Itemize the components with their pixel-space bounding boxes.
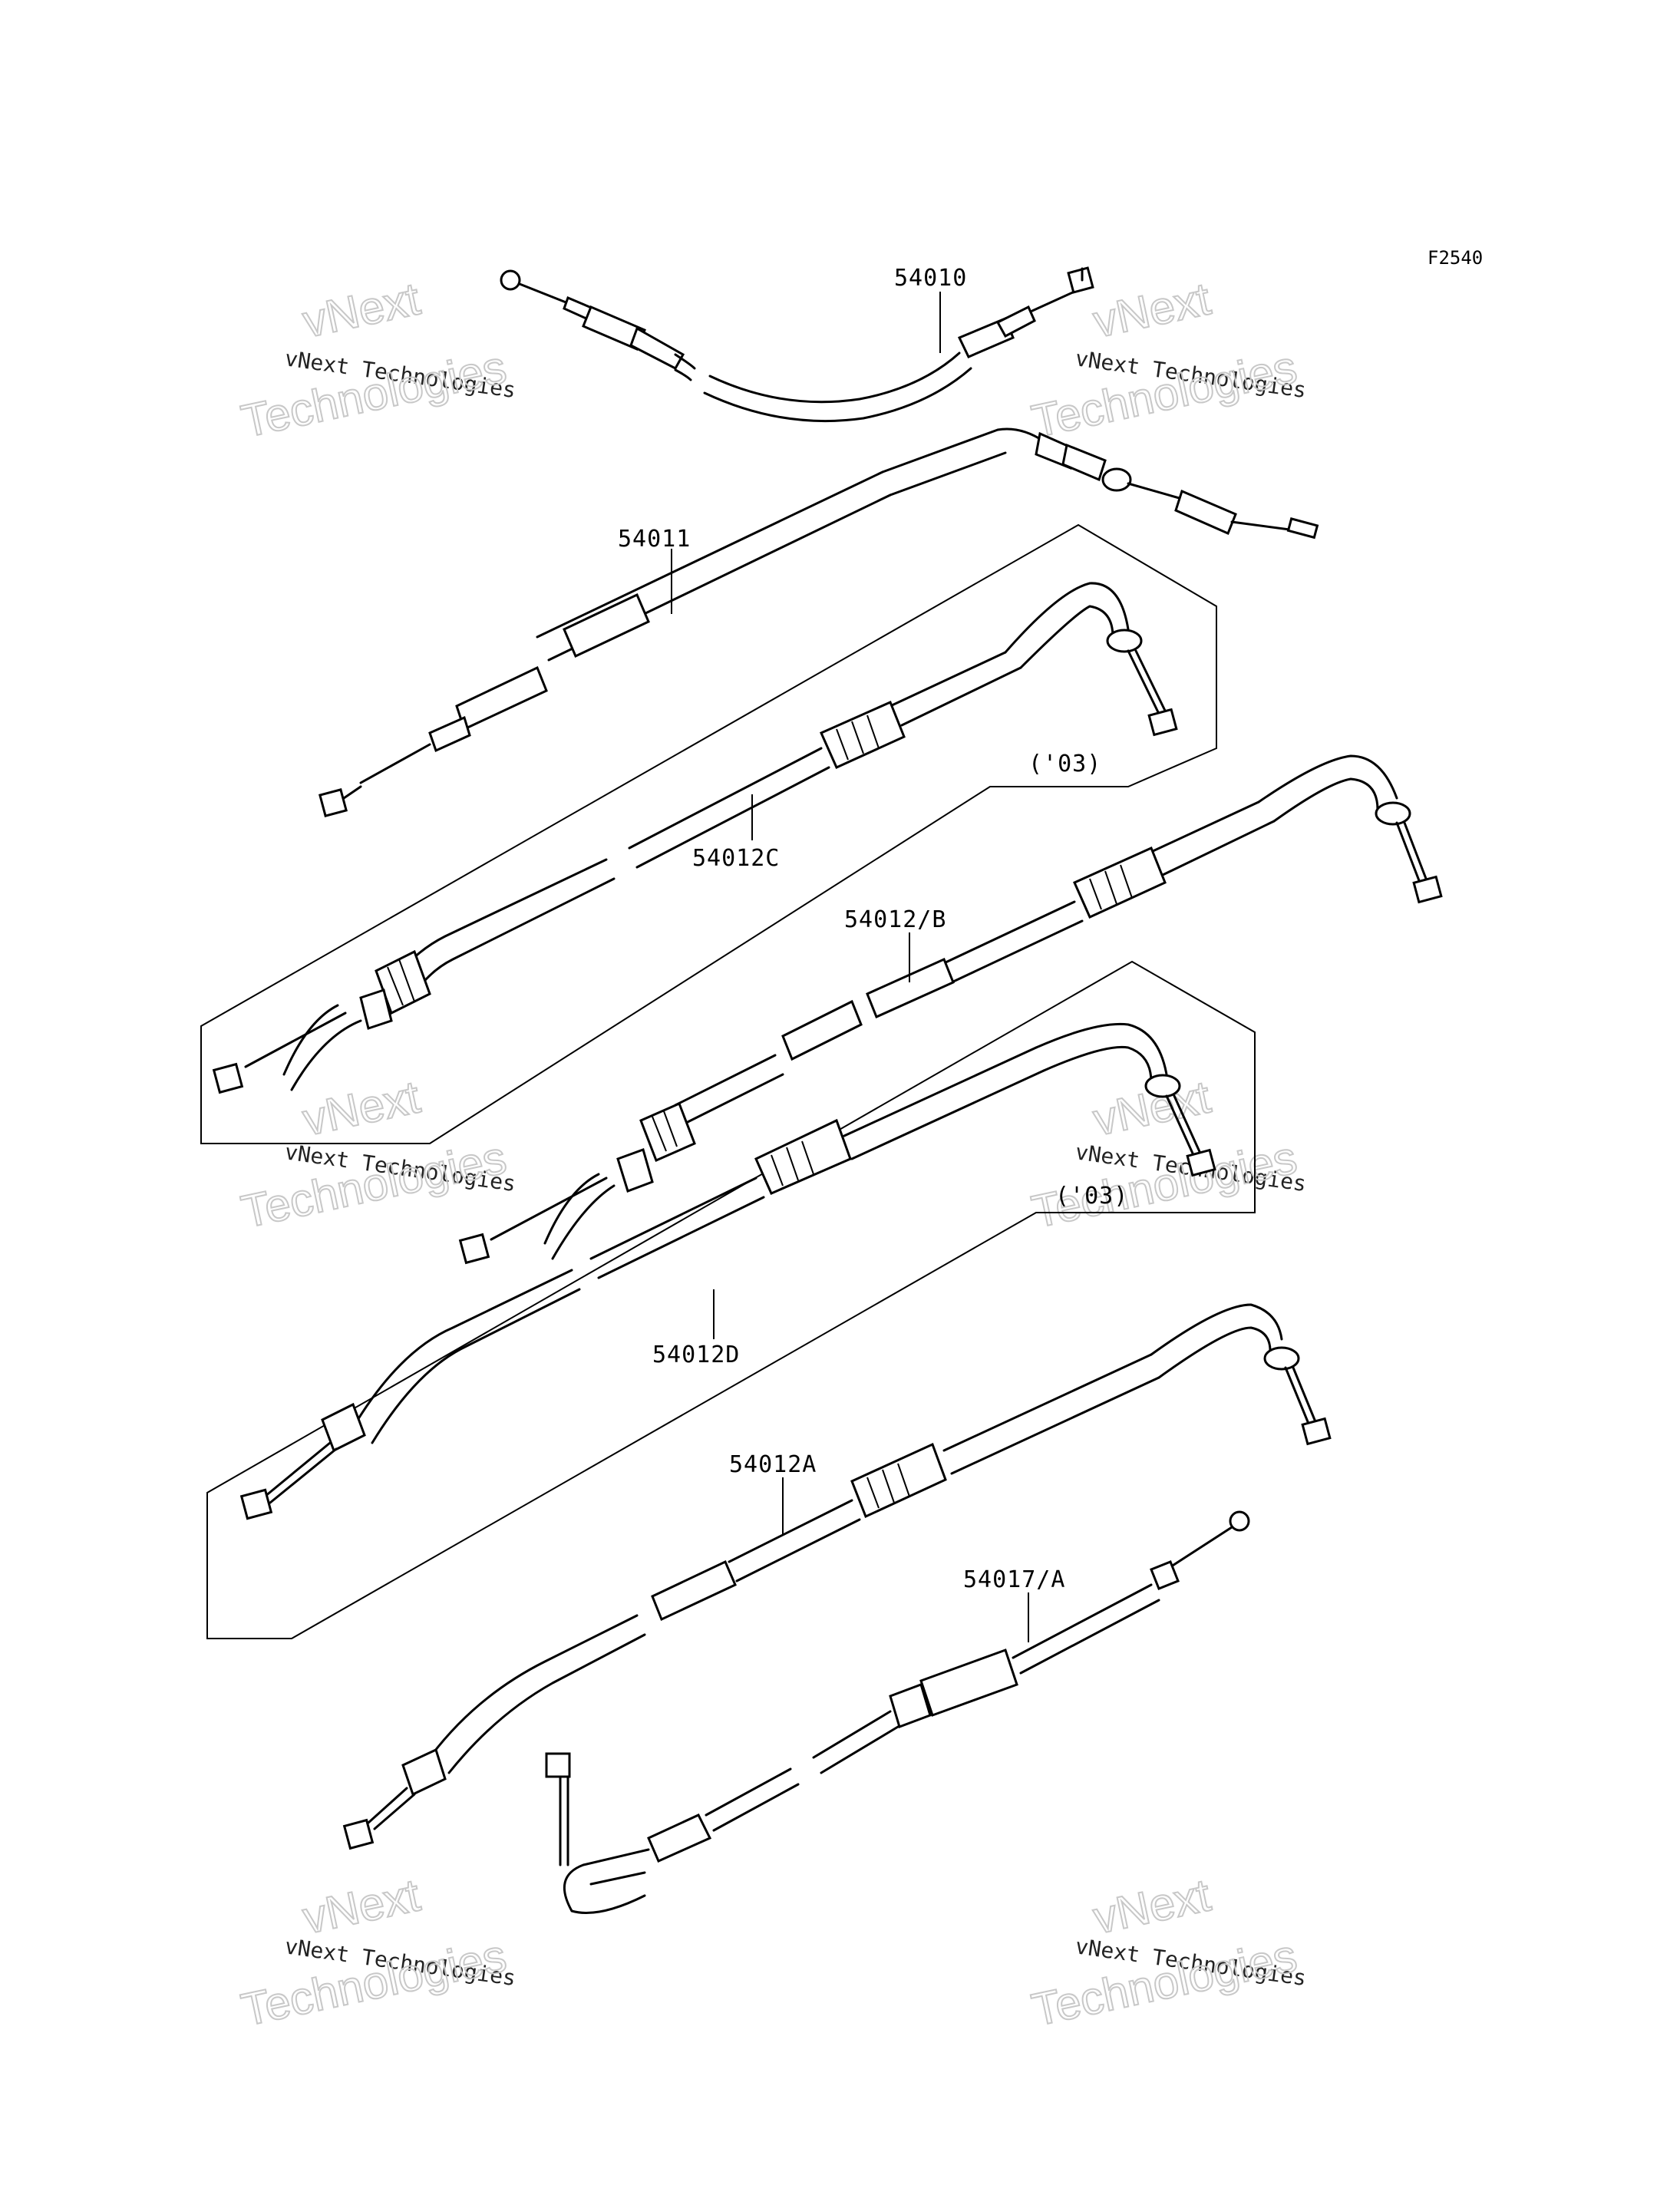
watermark-top-right: vNext vNext Technologies Technologies [1027, 272, 1308, 447]
part-label-54012C: 54012C [692, 845, 780, 872]
svg-text:Technologies: Technologies [237, 341, 511, 447]
cable-54010 [500, 266, 1094, 423]
part-label-54010: 54010 [894, 265, 967, 292]
part-label-54012A: 54012A [729, 1451, 817, 1478]
cable-54012A [342, 1303, 1332, 1850]
group-outline-upper [200, 523, 1217, 1144]
svg-text:vNext: vNext [1089, 1869, 1215, 1943]
year-note-upper: ('03) [1028, 751, 1101, 777]
cable-54012C [212, 582, 1178, 1094]
cable-54011 [319, 427, 1319, 817]
svg-text:vNext: vNext [1089, 272, 1215, 347]
svg-text:vNext: vNext [299, 1071, 424, 1145]
cable-54012B [458, 754, 1443, 1265]
watermark-top-left: vNext vNext Technologies Technologies [236, 272, 517, 447]
watermark-middle-left: vNext vNext Technologies Technologies [236, 1070, 517, 1238]
svg-text:Technologies: Technologies [237, 1131, 511, 1237]
part-label-54011: 54011 [618, 526, 691, 553]
svg-text:Technologies: Technologies [1028, 341, 1302, 447]
leader-lines [671, 292, 1029, 1642]
cable-54012D [239, 1022, 1216, 1520]
part-label-54012B: 54012/B [844, 906, 946, 933]
figure-code: F2540 [1428, 247, 1483, 269]
group-outline-lower [206, 960, 1256, 1639]
watermark-bottom-left: vNext vNext Technologies Technologies [236, 1868, 517, 2036]
year-note-lower: ('03) [1055, 1183, 1128, 1210]
svg-text:vNext: vNext [299, 1869, 424, 1943]
watermark-bottom-right: vNext vNext Technologies Technologies [1027, 1868, 1308, 2036]
svg-text:vNext: vNext [299, 272, 424, 347]
part-label-54012D: 54012D [652, 1342, 740, 1368]
part-label-54017A: 54017/A [963, 1566, 1065, 1593]
cable-54017A [545, 1510, 1250, 1914]
